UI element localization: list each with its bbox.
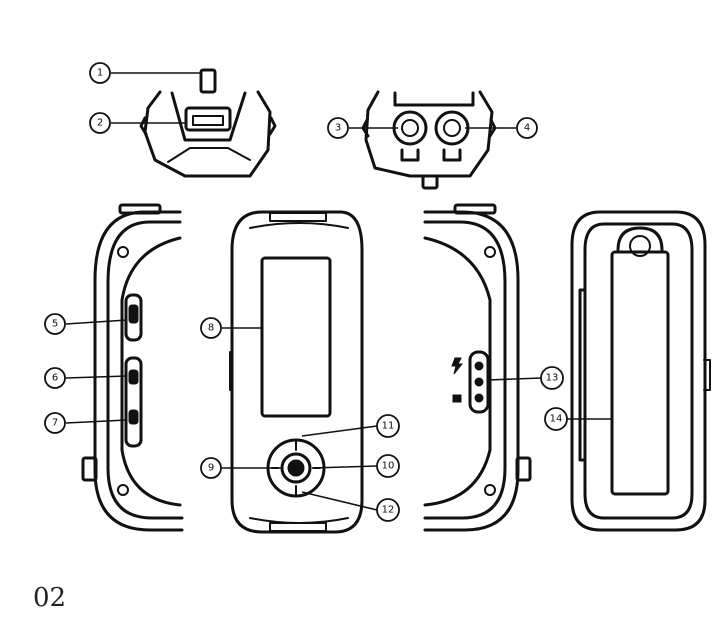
callout-2-label: 2 <box>97 118 103 129</box>
callout-8-label: 8 <box>208 323 214 334</box>
left-side-view <box>81 203 184 532</box>
callout-12: 12 <box>376 498 400 522</box>
callout-1: 1 <box>89 62 111 84</box>
callout-6-label: 6 <box>52 373 58 384</box>
callout-5: 5 <box>44 313 66 335</box>
callout-4: 4 <box>516 117 538 139</box>
callout-3: 3 <box>327 117 349 139</box>
callout-2: 2 <box>89 112 111 134</box>
callout-9: 9 <box>200 457 222 479</box>
callout-12-label: 12 <box>382 505 395 516</box>
callout-11-label: 11 <box>382 421 395 432</box>
top-view-headphone <box>361 90 497 190</box>
callout-10: 10 <box>376 454 400 478</box>
leader-lines <box>65 72 612 511</box>
callout-4-label: 4 <box>524 123 530 134</box>
callout-11: 11 <box>376 414 400 438</box>
callout-6: 6 <box>44 367 66 389</box>
top-view-usb <box>139 68 277 178</box>
right-side-view <box>423 203 532 532</box>
callout-13-label: 13 <box>546 373 559 384</box>
callout-8: 8 <box>200 317 222 339</box>
callout-14-label: 14 <box>550 414 563 425</box>
page-number: 02 <box>33 583 67 613</box>
callout-13: 13 <box>540 366 564 390</box>
front-view <box>229 210 364 534</box>
callout-14: 14 <box>544 407 568 431</box>
callout-7-label: 7 <box>52 418 58 429</box>
callout-1-label: 1 <box>97 68 103 79</box>
callout-3-label: 3 <box>335 123 341 134</box>
callout-5-label: 5 <box>52 319 58 330</box>
callout-9-label: 9 <box>208 463 214 474</box>
back-view <box>570 210 711 532</box>
callout-7: 7 <box>44 412 66 434</box>
callout-10-label: 10 <box>382 461 395 472</box>
